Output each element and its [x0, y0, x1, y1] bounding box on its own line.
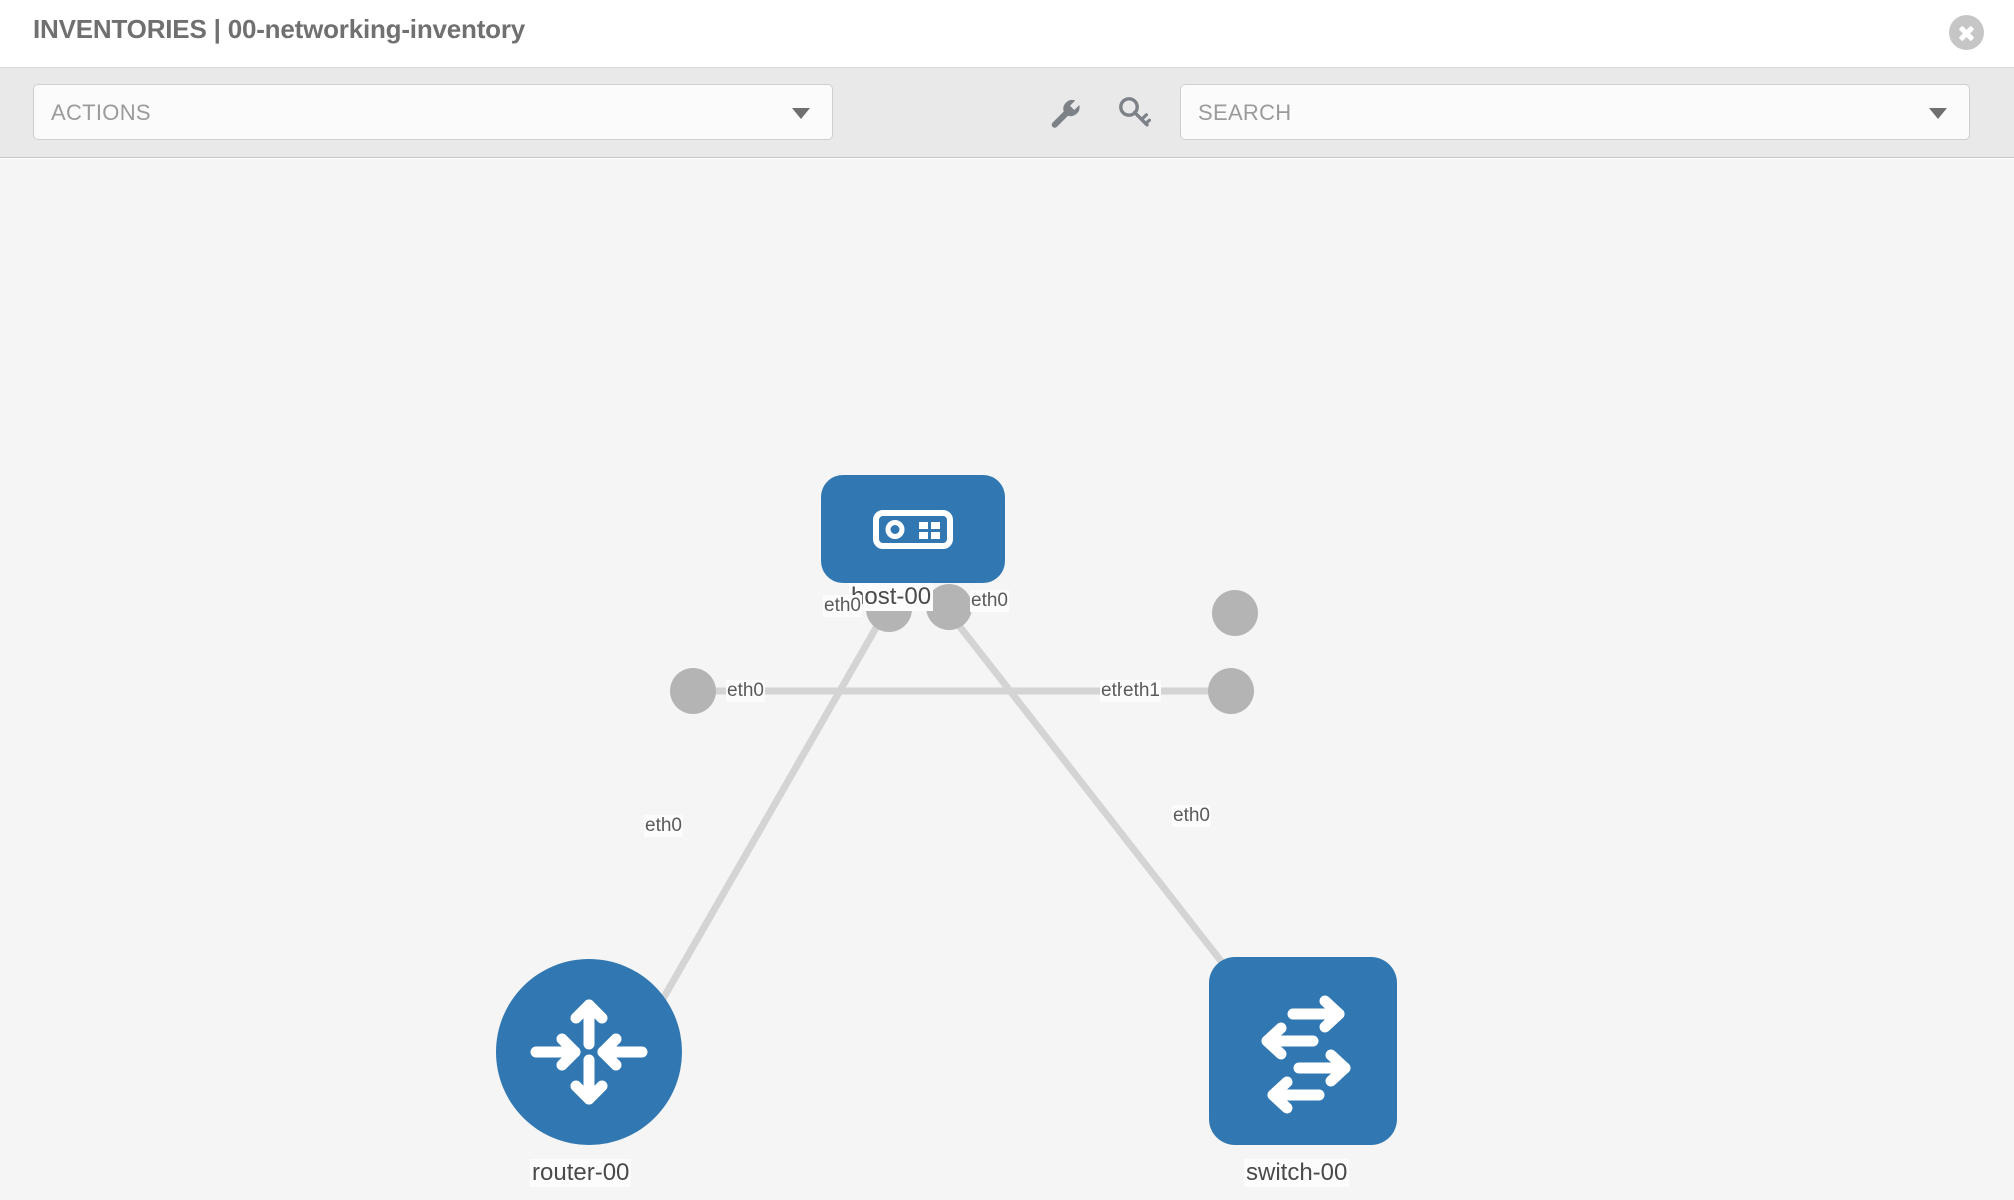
- chevron-down-icon[interactable]: [1929, 108, 1947, 119]
- page-title: INVENTORIES | 00-networking-inventory: [33, 14, 526, 44]
- connector-switch00-eth0[interactable]: [1212, 590, 1258, 636]
- page-header: INVENTORIES | 00-networking-inventory: [0, 0, 2014, 68]
- edge-label-switch00-eth1: eth1: [1122, 680, 1161, 702]
- edge-label-host00-eth0-right: eth0: [970, 590, 1009, 612]
- node-router-00-label: router-00: [530, 1159, 632, 1187]
- topology-edges: [656, 584, 1258, 1006]
- node-switch-00[interactable]: [1209, 957, 1397, 1145]
- wrench-icon[interactable]: [1048, 96, 1082, 130]
- server-icon: [873, 510, 953, 549]
- actions-dropdown-label: ACTIONS: [51, 100, 151, 125]
- node-switch-00-label: switch-00: [1244, 1159, 1350, 1187]
- connector-router00-eth0[interactable]: [670, 668, 716, 714]
- node-host-00-label: host-00: [849, 583, 934, 611]
- node-host-00[interactable]: [821, 475, 1005, 583]
- edge-host00-router00[interactable]: [656, 612, 888, 1006]
- router-arrows-icon: [530, 999, 648, 1105]
- edge-label-switch00-eth0-up: eth0: [1172, 805, 1211, 827]
- edge-label-router00-eth0-up: eth0: [644, 815, 683, 837]
- node-host-00-shape[interactable]: [821, 475, 1005, 583]
- edge-label-host00-eth0-left: eth0: [823, 595, 862, 617]
- topology-canvas[interactable]: host-00 router-00: [0, 159, 2014, 1200]
- edge-label-router00-eth0: eth0: [726, 680, 765, 702]
- edge-host00-switch00[interactable]: [947, 611, 1238, 982]
- chevron-down-icon: [792, 108, 810, 119]
- node-router-00[interactable]: [496, 959, 682, 1145]
- close-icon[interactable]: [1949, 15, 1984, 50]
- search-input[interactable]: SEARCH: [1180, 84, 1970, 140]
- key-icon[interactable]: [1117, 96, 1151, 130]
- connector-switch00-eth1[interactable]: [1208, 668, 1254, 714]
- edge-label-switch00-eth-partial: eth: [1100, 680, 1129, 702]
- toolbar: ACTIONS SEARCH: [0, 68, 2014, 158]
- actions-dropdown[interactable]: ACTIONS: [33, 84, 833, 140]
- connector-host00-eth0-right[interactable]: [926, 584, 972, 630]
- search-placeholder: SEARCH: [1198, 100, 1292, 125]
- switch-arrows-icon: [1261, 995, 1351, 1114]
- node-router-00-shape[interactable]: [496, 959, 682, 1145]
- node-switch-00-shape[interactable]: [1209, 957, 1397, 1145]
